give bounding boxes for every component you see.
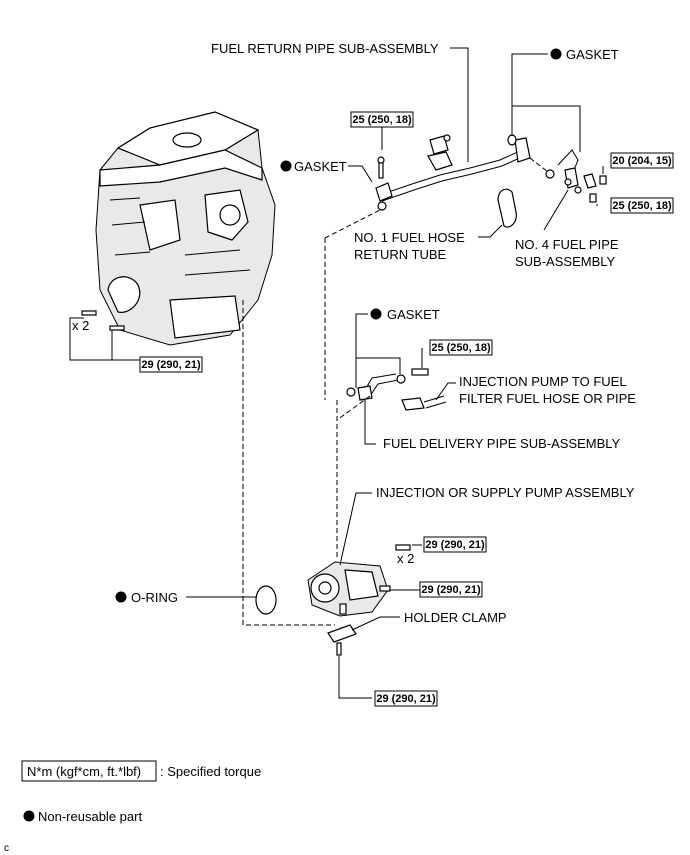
torque-box-pump-mid: 29 (290, 21) <box>419 581 483 598</box>
legend-torque-box <box>21 760 157 782</box>
leader-lines <box>69 47 604 699</box>
legend: N*m (kgf*cm, ft.*lbf) : Specified torque… <box>21 760 261 824</box>
engine-block-illustration <box>95 111 276 346</box>
label-no1-fuel-hose-1: NO. 1 FUEL HOSE <box>354 230 465 245</box>
label-injection-hose-2: FILTER FUEL HOSE OR PIPE <box>459 391 636 406</box>
label-gasket-left: GASKET <box>294 159 347 174</box>
label-gasket-mid: GASKET <box>387 307 440 322</box>
assembly-guide-lines <box>242 157 549 626</box>
torque-box-pump-bottom: 29 (290, 21) <box>374 690 438 707</box>
non-reusable-bullet <box>550 48 562 60</box>
label-fuel-return-pipe: FUEL RETURN PIPE SUB-ASSEMBLY <box>211 41 439 56</box>
label-qty-left: x 2 <box>72 318 89 333</box>
no4-fuel-pipe-illustration <box>545 149 607 203</box>
label-no4-fuel-pipe-1: NO. 4 FUEL PIPE <box>515 237 619 252</box>
svg-text:29 (290, 21): 29 (290, 21) <box>376 693 436 705</box>
label-no1-fuel-hose-2: RETURN TUBE <box>354 247 447 262</box>
torque-box-return-pipe: 25 (250, 18) <box>350 111 414 128</box>
svg-text:20 (204, 15): 20 (204, 15) <box>612 155 672 167</box>
svg-text:25 (250, 18): 25 (250, 18) <box>612 200 672 212</box>
no1-fuel-hose-illustration <box>497 188 517 228</box>
label-injection-pump: INJECTION OR SUPPLY PUMP ASSEMBLY <box>376 485 635 500</box>
label-holder-clamp: HOLDER CLAMP <box>404 610 507 625</box>
legend-torque-desc: : Specified torque <box>160 764 261 779</box>
torque-box-right-lower: 25 (250, 18) <box>610 197 674 214</box>
non-reusable-bullet <box>115 591 127 603</box>
legend-torque-units: N*m (kgf*cm, ft.*lbf) <box>27 764 141 779</box>
svg-text:25 (250, 18): 25 (250, 18) <box>431 342 491 354</box>
non-reusable-markers <box>115 48 562 603</box>
legend-non-reusable: Non-reusable part <box>38 809 142 824</box>
non-reusable-bullet <box>370 308 382 320</box>
non-reusable-bullet <box>280 160 292 172</box>
label-gasket-top-right: GASKET <box>566 47 619 62</box>
label-o-ring: O-RING <box>131 590 178 605</box>
injection-pump-illustration <box>255 544 411 656</box>
label-no4-fuel-pipe-2: SUB-ASSEMBLY <box>515 254 616 269</box>
engine-bolts-illustration <box>81 310 125 331</box>
label-injection-hose-1: INJECTION PUMP TO FUEL <box>459 374 627 389</box>
label-fuel-delivery-pipe: FUEL DELIVERY PIPE SUB-ASSEMBLY <box>383 436 621 451</box>
svg-text:29 (290, 21): 29 (290, 21) <box>421 584 481 596</box>
svg-text:25 (250, 18): 25 (250, 18) <box>352 114 412 126</box>
torque-box-right-upper: 20 (204, 15) <box>610 152 674 169</box>
fuel-delivery-pipe-illustration <box>346 368 447 411</box>
fuel-return-pipe-illustration <box>375 134 531 211</box>
torque-box-engine: 29 (290, 21) <box>139 356 203 373</box>
svg-text:29 (290, 21): 29 (290, 21) <box>425 539 485 551</box>
svg-text:29 (290, 21): 29 (290, 21) <box>141 359 201 371</box>
legend-bullet <box>23 810 35 822</box>
footer-code: c <box>4 843 9 854</box>
torque-box-delivery: 25 (250, 18) <box>429 339 493 356</box>
label-qty-pump: x 2 <box>397 551 414 566</box>
torque-box-pump-upper: 29 (290, 21) <box>423 536 487 553</box>
